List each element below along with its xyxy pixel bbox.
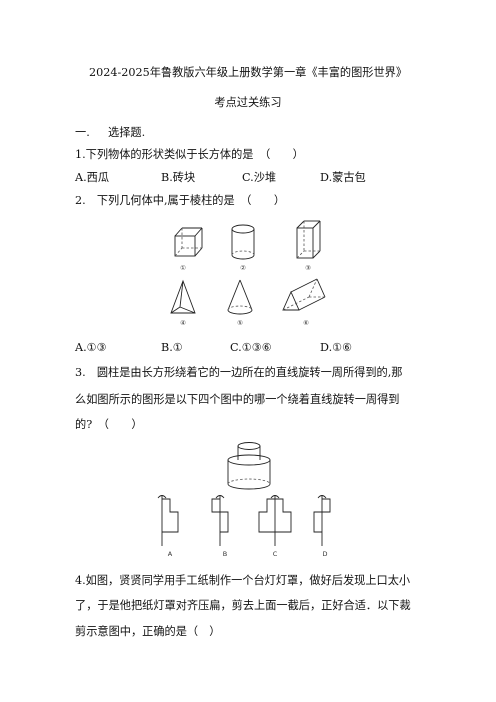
q2-option-d: D.①⑥ — [320, 341, 353, 354]
solid-label-2: ② — [240, 264, 246, 272]
stacked-cylinders — [227, 442, 271, 490]
question-4-line-3: 剪示意图中，正确的是（ ） — [75, 625, 221, 638]
question-1-stem: 1.下列物体的形状类似于长方体的是 （ ） — [75, 148, 304, 161]
solid-6-triangular-prism — [282, 278, 326, 311]
q2-option-a: A.①③ — [75, 341, 107, 354]
q3-option-a-figure — [157, 495, 179, 546]
q3-option-c-figure — [258, 495, 292, 546]
solid-label-4: ④ — [180, 319, 186, 327]
q1-option-a: A.西瓜 — [75, 171, 110, 184]
question-3-line-1: 3. 圆柱是由长方形绕着它的一边所在的直线旋转一周所得到的,那 — [75, 366, 403, 379]
question-2-stem: 2. 下列几何体中,属于棱柱的是 （ ） — [75, 194, 286, 207]
q3-label-a: A — [168, 550, 173, 558]
document-title: 2024-2025年鲁教版六年级上册数学第一章《丰富的图形世界》 — [88, 66, 408, 79]
q1-option-b: B.砖块 — [161, 171, 196, 184]
q2-option-c: C.①③⑥ — [230, 341, 272, 354]
question-4-line-2: 了，于是他把纸灯罩对齐压扁，剪去上面一截后，正好合适．以下裁 — [75, 599, 411, 612]
solid-2-cylinder — [231, 224, 255, 260]
solid-label-5: ⑤ — [237, 319, 243, 327]
q2-option-b: B.① — [161, 341, 183, 354]
solid-4-pyramid — [170, 279, 196, 314]
question-3-line-3: 的? （ ） — [75, 418, 143, 431]
section-number: 一. — [75, 126, 90, 139]
solid-label-1: ① — [180, 264, 186, 272]
solid-1-cube — [174, 227, 203, 257]
solid-label-3: ③ — [305, 264, 311, 272]
q3-option-b-figure — [211, 495, 229, 546]
document-subtitle: 考点过关练习 — [214, 96, 282, 109]
question-3-line-2: 么如图所示的图形是以下四个图中的哪一个绕着直线旋转一周得到 — [75, 393, 400, 406]
solid-5-cone — [227, 279, 253, 315]
q3-label-b: B — [223, 550, 227, 558]
q3-label-c: C — [273, 550, 278, 558]
solid-label-6: ⑥ — [303, 319, 309, 327]
q1-option-d: D.蒙古包 — [320, 171, 366, 184]
q3-label-d: D — [322, 550, 327, 558]
q1-option-c: C.沙堆 — [242, 171, 277, 184]
solid-3-prism — [296, 220, 321, 259]
q3-option-d-figure — [313, 495, 331, 546]
section-heading: 选择题. — [108, 126, 146, 139]
question-4-line-1: 4.如图，贤贤同学用手工纸制作一个台灯灯罩，做好后发现上口太小 — [75, 574, 411, 587]
